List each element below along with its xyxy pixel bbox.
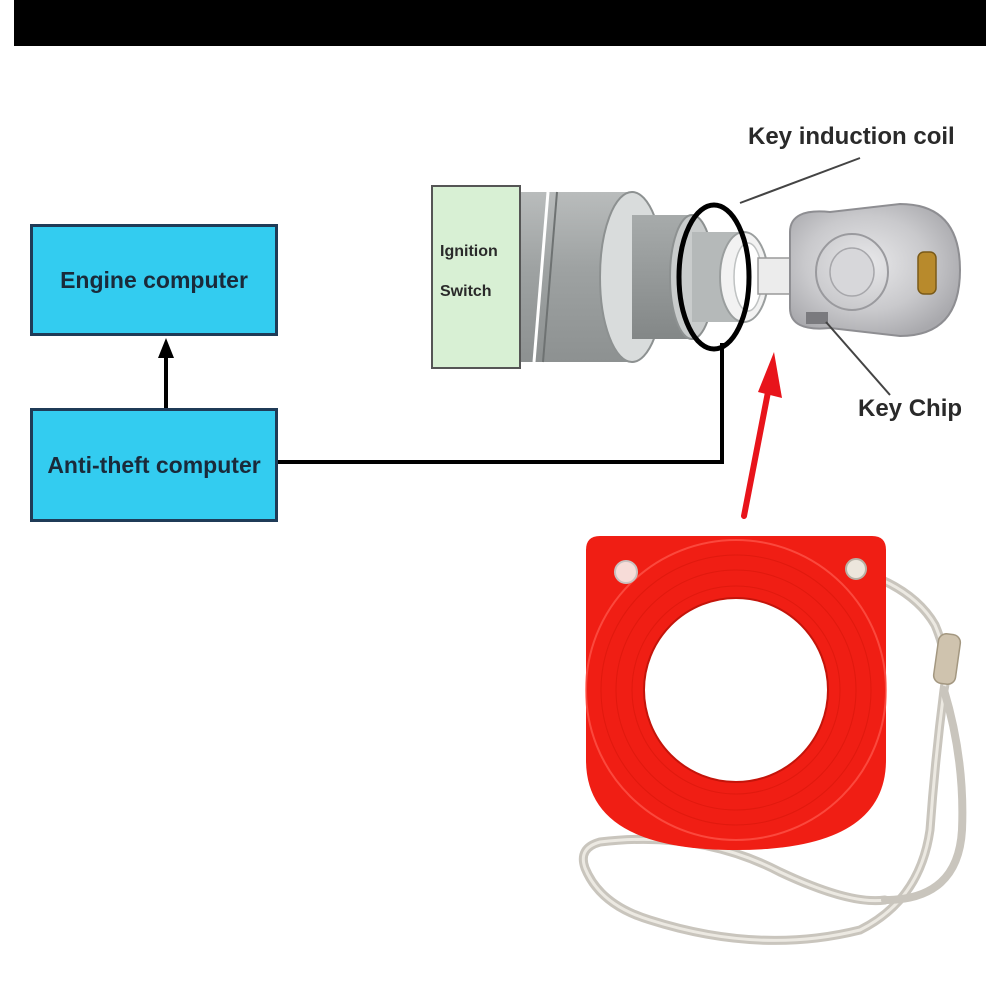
coil-pointer-line (739, 157, 861, 204)
chip-pointer-line (825, 321, 891, 396)
ignition-cylinder (520, 191, 769, 363)
wire-antitheft-to-coil (278, 343, 724, 464)
ignition-line-1: Ignition (440, 243, 498, 260)
key-graphic (757, 202, 962, 338)
red-arrow-head (758, 352, 782, 398)
arrow-head-up (158, 338, 174, 358)
ignition-line-2: Switch (440, 283, 492, 300)
top-black-bar (14, 0, 986, 46)
key-induction-coil-label: Key induction coil (748, 123, 955, 150)
antitheft-computer-box: Anti-theft computer (30, 408, 278, 522)
red-ring-device (585, 536, 887, 850)
engine-computer-label: Engine computer (60, 266, 248, 293)
key-induction-coil-ring (676, 202, 752, 352)
antitheft-computer-label: Anti-theft computer (47, 451, 261, 478)
ignition-switch-box (431, 185, 521, 369)
engine-computer-box: Engine computer (30, 224, 278, 336)
red-arrow-shaft (741, 389, 771, 519)
key-chip-label: Key Chip (858, 395, 963, 422)
ignition-switch-label: Ignition Switch (434, 232, 518, 312)
